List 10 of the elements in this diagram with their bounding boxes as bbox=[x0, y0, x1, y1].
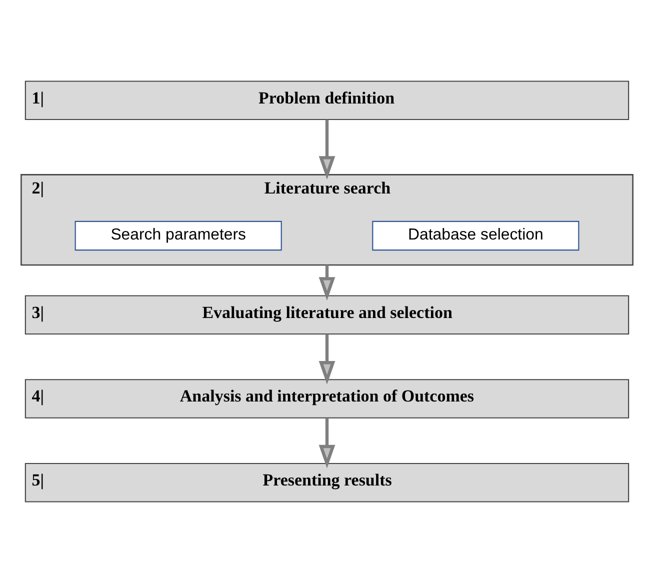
arrow bbox=[318, 120, 336, 180]
node-box: Database selection bbox=[372, 220, 580, 251]
node-box: Search parameters bbox=[74, 220, 282, 251]
arrow bbox=[318, 264, 336, 300]
node-box: 3| Evaluating literature and selection bbox=[24, 295, 630, 334]
arrow bbox=[318, 334, 336, 384]
arrow bbox=[318, 418, 336, 468]
node-box: 5| Presenting results bbox=[24, 463, 630, 502]
node-box: 4| Analysis and interpretation of Outcomes bbox=[24, 379, 630, 418]
node-box: 1| Problem definition bbox=[24, 80, 630, 120]
